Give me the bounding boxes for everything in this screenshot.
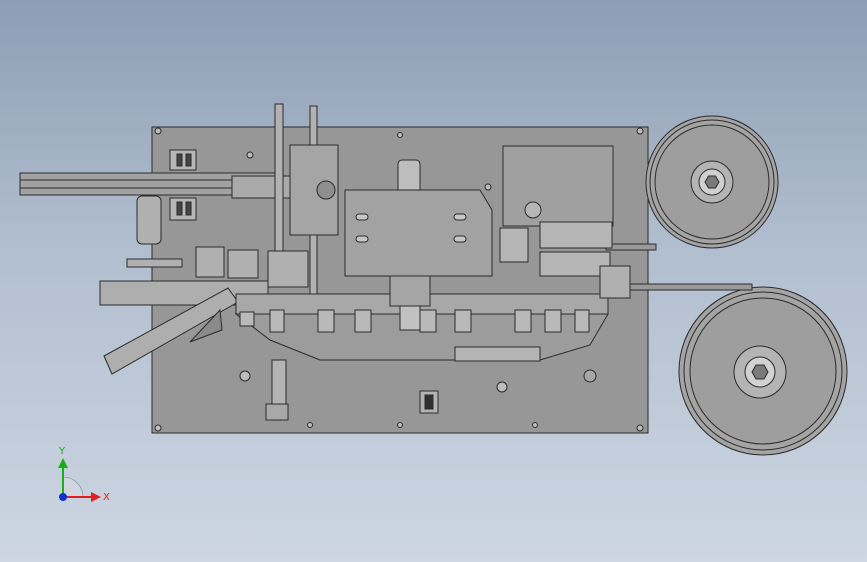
y-arrow bbox=[58, 458, 68, 468]
upper-tape-reel bbox=[645, 115, 779, 249]
left-sensor-blocks bbox=[169, 149, 197, 221]
bracket-slots bbox=[355, 213, 467, 243]
lower-cylinder-bracket bbox=[265, 403, 289, 421]
right-slide bbox=[599, 265, 631, 299]
lower-tape-reel bbox=[678, 286, 848, 456]
right-cylinders bbox=[499, 201, 613, 277]
left-feed-conveyor bbox=[19, 172, 293, 199]
x-arrow bbox=[91, 492, 101, 502]
x-axis-label: X bbox=[103, 492, 110, 503]
left-mid-components bbox=[126, 246, 309, 288]
lower-vertical-cylinder bbox=[271, 359, 287, 411]
right-upper-frame bbox=[502, 145, 614, 227]
feed-cylinder bbox=[136, 195, 162, 245]
tape-guide-lower bbox=[629, 283, 753, 291]
vertical-rod-a bbox=[274, 103, 284, 255]
coordinate-triad: Y X bbox=[58, 446, 110, 503]
discharge-chute bbox=[99, 280, 269, 375]
indicator-ring bbox=[583, 369, 597, 383]
tape-guide-upper bbox=[605, 243, 657, 251]
triad-base-arc bbox=[62, 476, 84, 498]
central-bracket bbox=[344, 189, 493, 277]
y-axis-label: Y bbox=[58, 446, 66, 457]
z-axis-origin bbox=[59, 493, 67, 501]
lower-horizontal-cylinder bbox=[454, 346, 541, 362]
adjust-knob bbox=[316, 180, 336, 200]
